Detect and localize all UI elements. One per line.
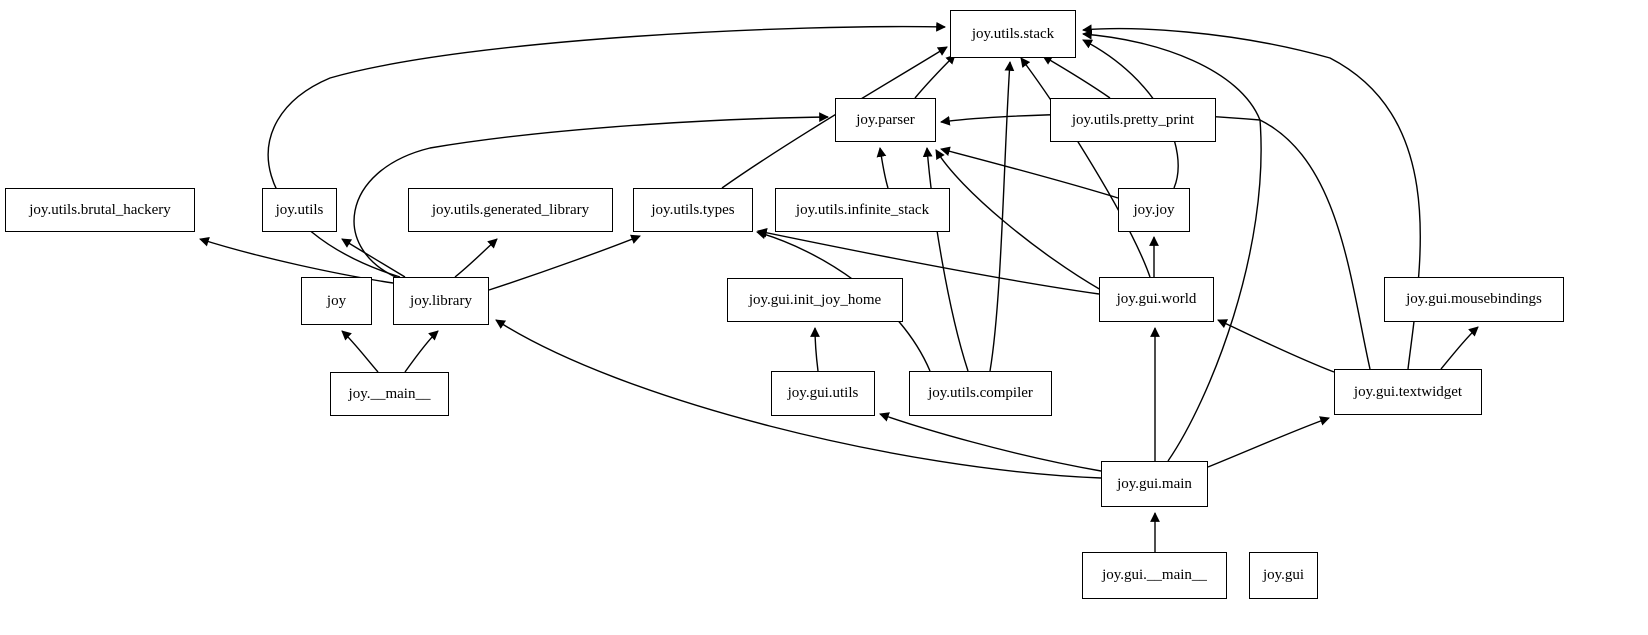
edge-joy-library-to-joy-utils-types <box>488 234 641 291</box>
node-joy-gui-main-dunder[interactable]: joy.gui.__main__ <box>1082 552 1227 599</box>
node-label: joy.gui.utils <box>787 385 859 401</box>
node-label: joy.utils.compiler <box>928 385 1033 401</box>
edge-joy-joy-to-joy-parser <box>940 146 1119 199</box>
node-label: joy.library <box>410 292 472 309</box>
node-label: joy.gui.world <box>1116 291 1197 307</box>
node-joy-gui[interactable]: joy.gui <box>1249 552 1318 599</box>
node-joy-gui-init-joy-home[interactable]: joy.gui.init_joy_home <box>727 278 903 322</box>
edge-joy-gui-main-to-joy-gui-textwidget <box>1207 416 1330 468</box>
node-joy-utils-pretty-print[interactable]: joy.utils.pretty_print <box>1050 98 1216 142</box>
node-joy-utils-stack[interactable]: joy.utils.stack <box>950 10 1076 58</box>
edge-joy-library-to-joy-utils-generated-library <box>454 238 498 278</box>
edge-joy-gui-textwidget-to-joy-gui-world <box>1217 319 1335 373</box>
node-joy-joy[interactable]: joy.joy <box>1118 188 1190 232</box>
node-joy-library[interactable]: joy.library <box>393 277 489 325</box>
node-joy-utils[interactable]: joy.utils <box>262 188 337 232</box>
edge-joy-parser-to-joy-utils-stack <box>914 54 956 99</box>
edge-joy-gui-main-to-joy-gui-utils <box>879 412 1102 472</box>
node-label: joy.utils.infinite_stack <box>795 201 930 218</box>
node-label: joy.utils.pretty_print <box>1071 111 1195 128</box>
edge-joy-gui-utils-to-joy-gui-init-joy-home <box>810 327 820 372</box>
edge-joy-gui-textwidget-to-joy-gui-mousebindings <box>1440 326 1479 370</box>
node-joy-parser[interactable]: joy.parser <box>835 98 936 142</box>
node-joy-utils-generated-library[interactable]: joy.utils.generated_library <box>408 188 613 232</box>
node-joy-main-dunder[interactable]: joy.__main__ <box>330 372 449 416</box>
node-joy-utils-compiler[interactable]: joy.utils.compiler <box>909 371 1052 416</box>
node-joy-utils-infinite-stack[interactable]: joy.utils.infinite_stack <box>775 188 950 232</box>
edge-joy-main-to-joy <box>341 330 379 373</box>
edge-joy-library-to-joy-utils-stack <box>267 21 946 278</box>
edge-joy-main-to-joy-library <box>404 330 439 373</box>
node-joy-gui-utils[interactable]: joy.gui.utils <box>771 371 875 416</box>
edge-joy-utils-compiler-to-joy-utils-stack <box>989 61 1015 372</box>
edge-joy-gui-main-to-joy-utils-stack <box>1082 29 1262 462</box>
node-label: joy <box>326 292 347 309</box>
node-label: joy.gui.__main__ <box>1102 567 1207 583</box>
node-label: joy.utils.types <box>651 201 735 218</box>
node-joy-gui-main[interactable]: joy.gui.main <box>1101 461 1208 507</box>
edge-joy-gui-world-to-joy-parser <box>935 149 1102 291</box>
node-label: joy.utils <box>275 201 324 218</box>
node-joy-utils-brutal-hackery[interactable]: joy.utils.brutal_hackery <box>5 188 195 232</box>
node-label: joy.gui.mousebindings <box>1406 291 1542 307</box>
node-label: joy.gui <box>1262 567 1305 583</box>
edge-joy-library-to-joy-utils <box>341 238 406 278</box>
node-label: joy.__main__ <box>348 385 431 402</box>
edge-joy-utils-compiler-to-joy-parser <box>922 147 969 372</box>
node-label: joy.utils.brutal_hackery <box>29 201 171 218</box>
edge-joy-gui-main-to-joy-library <box>495 319 1102 479</box>
edge-joy-utils-pretty-print-to-joy-utils-stack <box>1042 55 1111 99</box>
edge-joy-gui-world-to-joy-utils-types <box>757 227 1100 295</box>
node-joy-gui-world[interactable]: joy.gui.world <box>1099 277 1214 322</box>
node-label: joy.parser <box>856 111 915 128</box>
node-joy-gui-mousebindings[interactable]: joy.gui.mousebindings <box>1384 277 1564 322</box>
node-label: joy.utils.generated_library <box>431 201 590 218</box>
edge-joy-gui-textwidget-to-joy-utils-stack <box>1082 24 1421 370</box>
node-label: joy.utils.stack <box>971 25 1055 42</box>
edge-joy-gui-world-to-joy-utils-stack <box>1020 57 1151 278</box>
node-joy-gui-textwidget[interactable]: joy.gui.textwidget <box>1334 369 1482 415</box>
node-label: joy.joy <box>1133 201 1175 218</box>
node-label: joy.gui.init_joy_home <box>748 291 882 308</box>
node-label: joy.gui.main <box>1117 475 1192 492</box>
edge-joy-library-to-joy-utils-brutal-hackery <box>199 236 394 284</box>
edge-joy-utils-infinite-stack-to-joy-parser <box>876 147 889 189</box>
node-joy[interactable]: joy <box>301 277 372 325</box>
node-joy-utils-types[interactable]: joy.utils.types <box>633 188 753 232</box>
node-label: joy.gui.textwidget <box>1353 383 1463 400</box>
edge-joy-library-to-joy-parser <box>353 112 829 280</box>
